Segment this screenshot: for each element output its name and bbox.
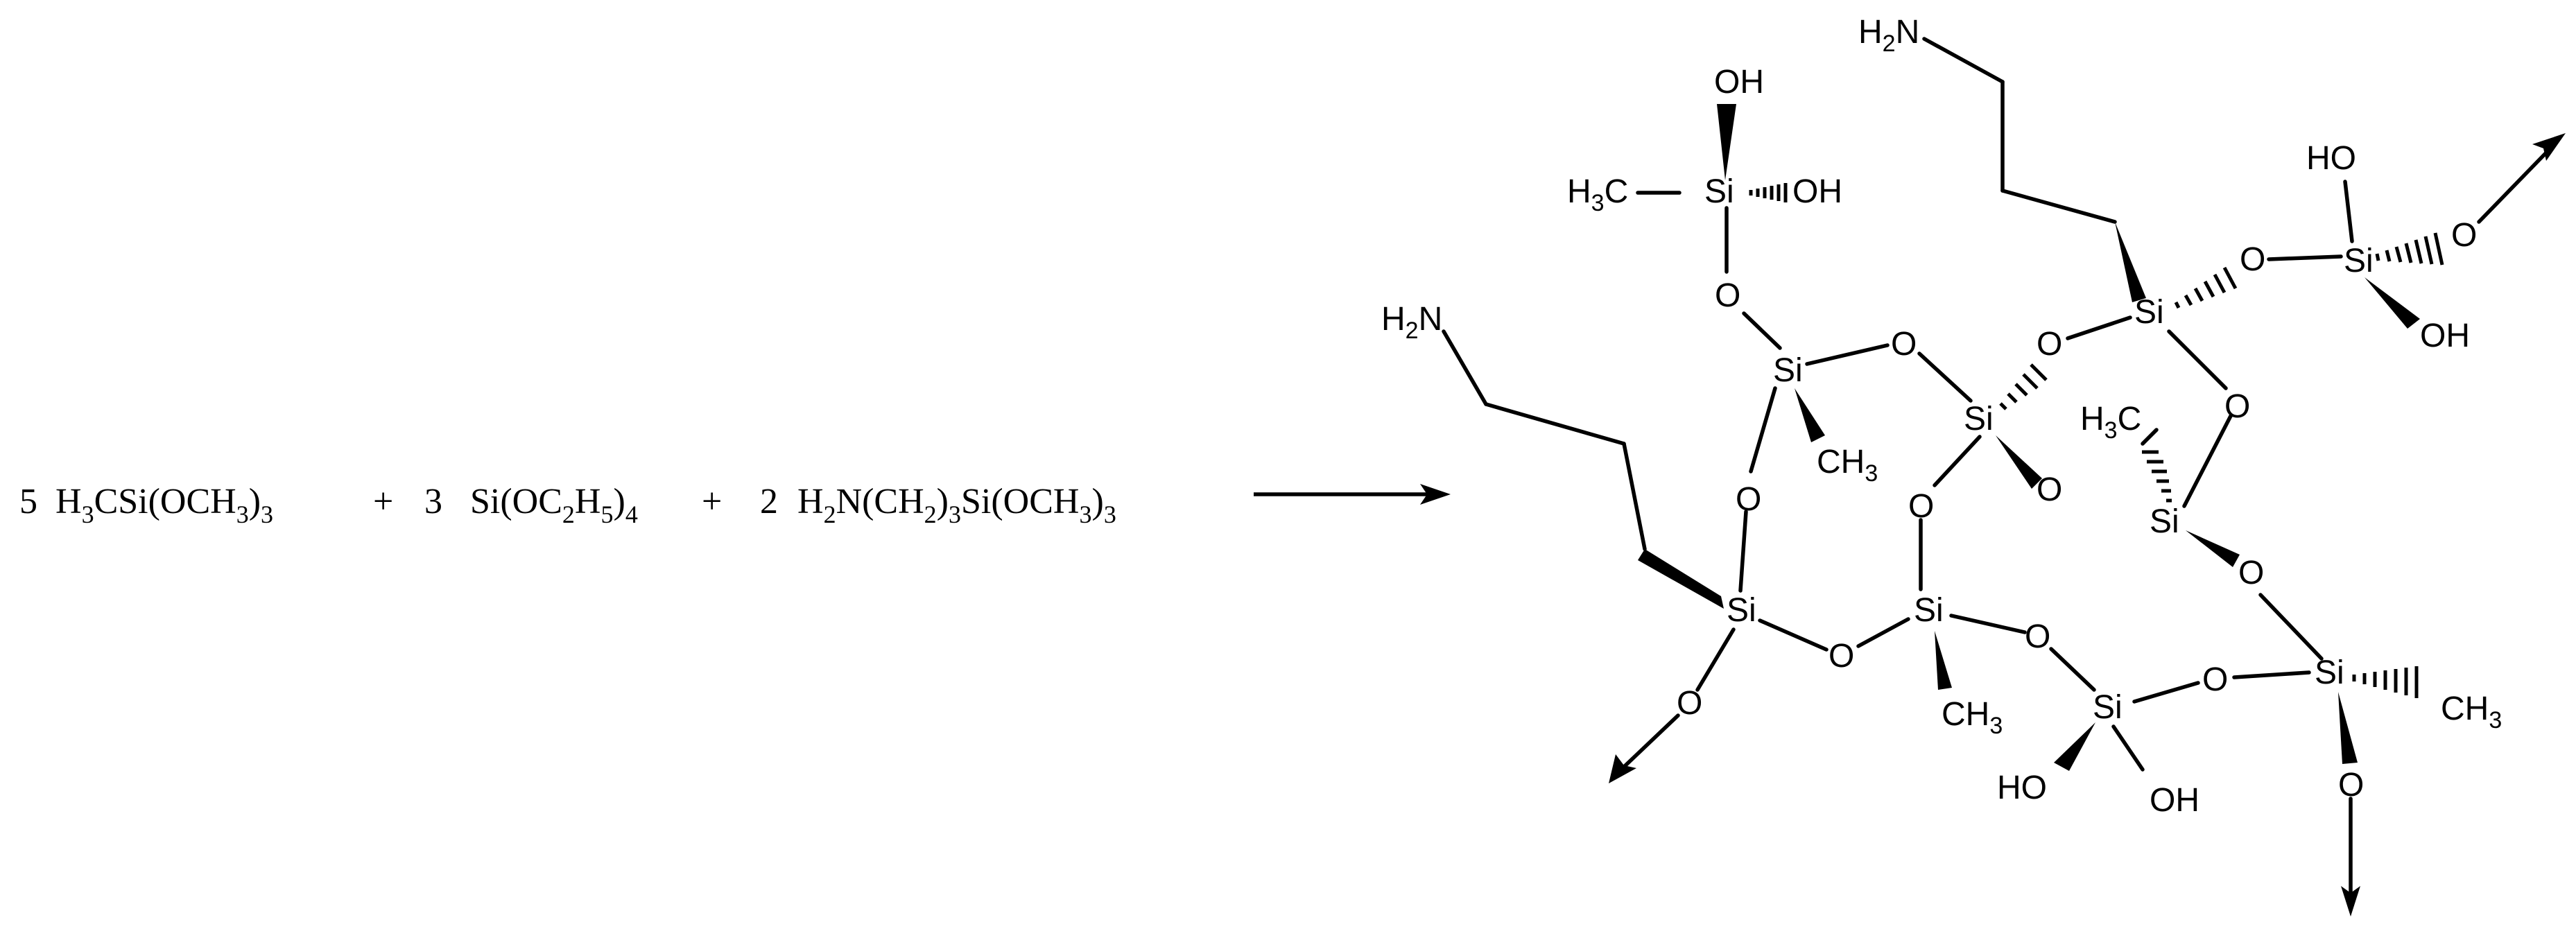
atom-label-o: O — [1715, 277, 1740, 314]
reaction-equation: 5 H3CSi(OCH3)3 + 3 Si(OC2H5)4 + 2 H2N(CH… — [19, 482, 1116, 528]
reagent-aminopropyltrimethoxysilane: H2N(CH2)3Si(OCH3)3 — [797, 482, 1116, 528]
atom-label-o: O — [2224, 388, 2250, 425]
atom-label-h2n: H2N — [1381, 301, 1442, 344]
reaction-arrow — [1254, 484, 1451, 505]
coefficient-3: 2 — [760, 482, 778, 521]
bonds — [1442, 37, 2554, 896]
atom-label-oh: OH — [2150, 782, 2199, 819]
polysiloxane-product: OH H3C Si OH O H2N Si O CH3 O Si O O O H… — [1381, 14, 2566, 916]
reagent-methyltrimethoxysilane: H3CSi(OCH3)3 — [55, 482, 273, 528]
atom-label-o: O — [2240, 241, 2265, 278]
atom-label-ho: HO — [2306, 140, 2356, 177]
atom-label-h3c: H3C — [2080, 401, 2141, 444]
arrowheads — [1609, 133, 2566, 916]
atom-label-o: O — [2451, 217, 2477, 254]
atom-label-si: Si — [2344, 243, 2374, 279]
atom-label-oh: OH — [2420, 318, 2470, 354]
atom-label-si: Si — [1773, 352, 1803, 389]
atom-label-ch3: CH3 — [2441, 690, 2502, 733]
atom-label-o: O — [2238, 555, 2264, 591]
atom-label-si: Si — [1914, 592, 1944, 629]
atom-label-si: Si — [2150, 503, 2179, 540]
atom-label-si: Si — [1704, 173, 1734, 210]
atom-label-o: O — [2202, 661, 2228, 698]
atom-label-si: Si — [1964, 401, 1994, 437]
coefficient-2: 3 — [424, 482, 442, 521]
atom-label-o: O — [1891, 326, 1917, 363]
reagent-tetraethoxysilane: Si(OC2H5)4 — [470, 482, 638, 528]
coefficient-1: 5 — [19, 482, 37, 521]
atom-label-o: O — [2025, 618, 2050, 655]
atom-label-h3c: H3C — [1567, 173, 1628, 216]
atom-label-o: O — [1736, 481, 1761, 518]
atom-label-o: O — [2338, 767, 2364, 803]
atom-label-si: Si — [2315, 654, 2344, 691]
hashed-bonds — [1749, 183, 2444, 698]
atom-label-o: O — [1829, 638, 1854, 675]
atom-label-oh: OH — [1714, 64, 1764, 101]
atom-label-si: Si — [1727, 592, 1756, 629]
atom-label-oh: OH — [1792, 173, 1842, 210]
atom-label-si: Si — [2134, 294, 2164, 331]
atom-label-ho: HO — [1997, 770, 2047, 806]
atom-label-ch3: CH3 — [1942, 696, 2003, 739]
plus-sign-2: + — [702, 482, 722, 521]
atom-label-ch3: CH3 — [1817, 444, 1878, 487]
atom-label-o: O — [2037, 326, 2062, 363]
atom-label-o: O — [1677, 685, 1702, 722]
atom-labels: OH H3C Si OH O H2N Si O CH3 O Si O O O H… — [1381, 14, 2502, 819]
plus-sign-1: + — [373, 482, 393, 521]
atom-label-o: O — [2037, 471, 2062, 508]
atom-label-si: Si — [2093, 689, 2123, 726]
atom-label-o: O — [1908, 488, 1934, 525]
atom-label-h2n: H2N — [1858, 14, 1919, 57]
wedge-bonds — [1638, 104, 2420, 771]
